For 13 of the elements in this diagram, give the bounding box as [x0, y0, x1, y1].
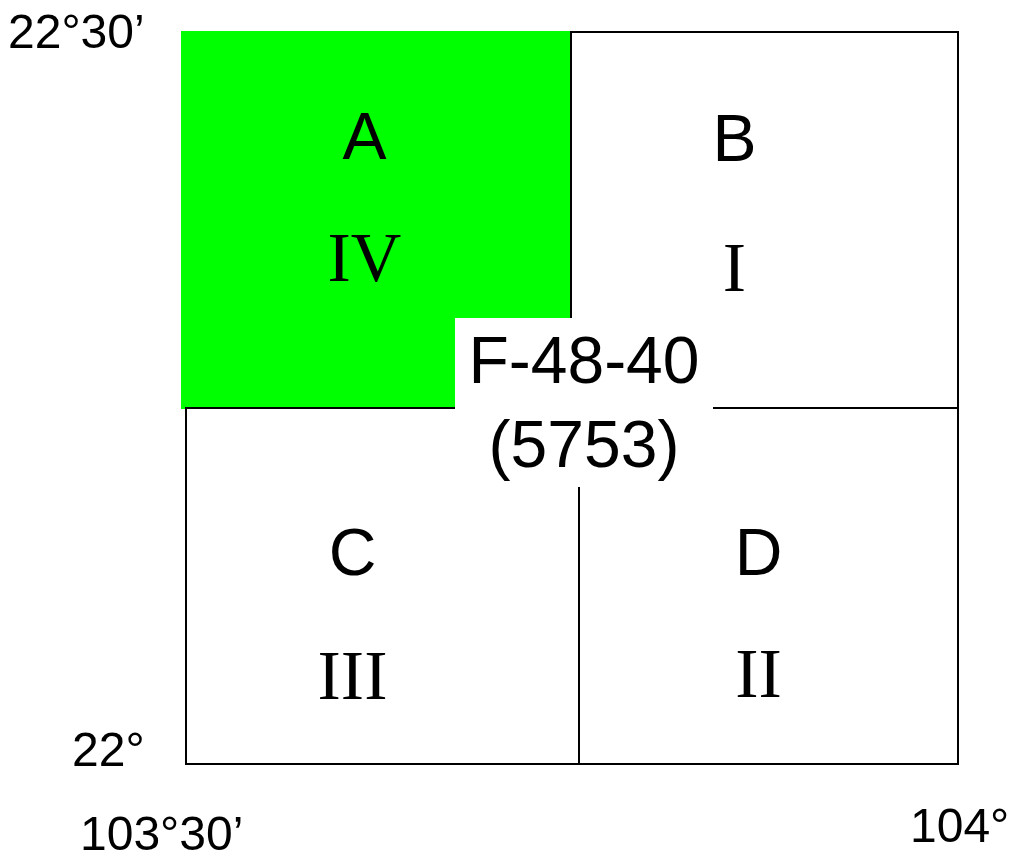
longitude-label: 103°30’: [80, 810, 244, 856]
sheet-letter: C: [328, 519, 377, 585]
sheet-letter: B: [712, 105, 757, 171]
latitude-label: 22°: [72, 726, 145, 774]
longitude-label: 104°: [910, 802, 1010, 850]
roman-numeral: II: [735, 639, 782, 709]
roman-numeral: III: [317, 641, 388, 711]
sheet-letter: A: [342, 103, 387, 169]
sheet-number-label: F-48-40 (5753): [455, 318, 713, 487]
latitude-label: 22°30’: [8, 8, 145, 56]
roman-numeral: I: [722, 233, 747, 303]
sheet-letter: D: [734, 519, 783, 585]
roman-numeral: IV: [327, 223, 402, 293]
